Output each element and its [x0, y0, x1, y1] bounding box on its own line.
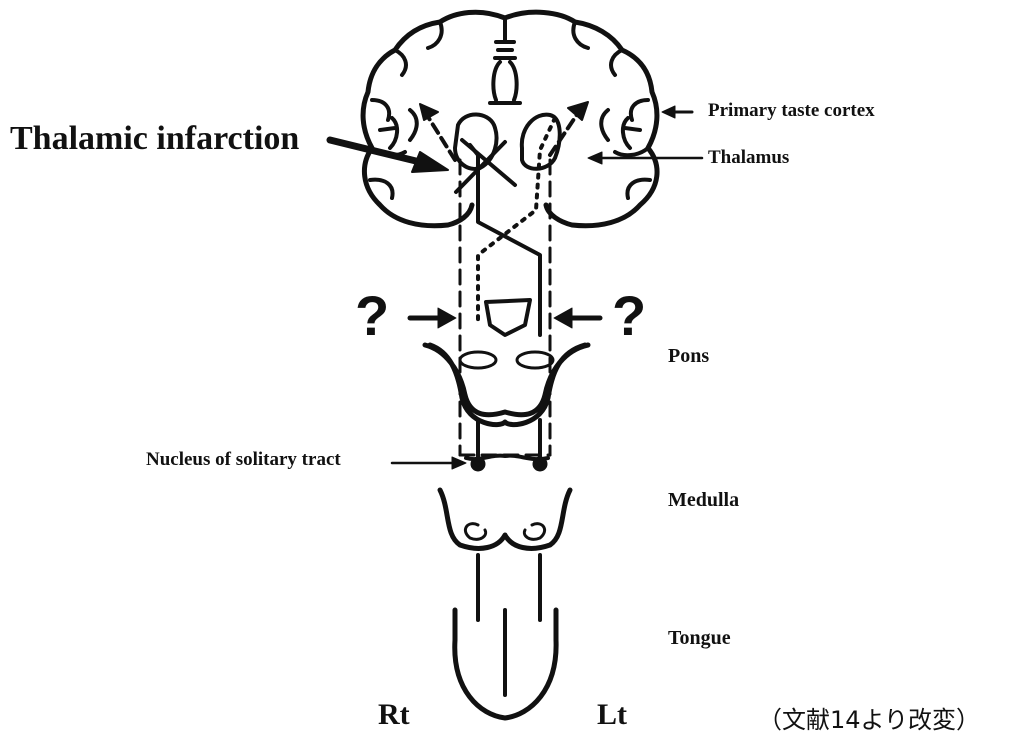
question-arrowhead-right — [554, 308, 572, 328]
cortex-label-arrowhead — [662, 106, 675, 118]
label-thalamus: Thalamus — [708, 148, 789, 167]
pons-nucleus-left — [460, 352, 496, 368]
pathway-dotted — [478, 118, 555, 320]
midline-ventricle — [490, 18, 520, 103]
label-nucleus-solitary-tract: Nucleus of solitary tract — [146, 450, 341, 469]
thalamus-right — [522, 115, 560, 169]
pons-outline — [425, 345, 588, 425]
label-thalamic-infarction: Thalamic infarction — [10, 122, 299, 156]
label-primary-taste-cortex: Primary taste cortex — [708, 101, 875, 120]
label-medulla: Medulla — [668, 490, 739, 510]
nucleus-dot-right — [535, 459, 545, 469]
question-mark-right: ? — [612, 288, 646, 344]
label-pons: Pons — [668, 346, 709, 366]
cortex-arrowhead-left — [420, 104, 438, 120]
midbrain-shape — [486, 300, 530, 335]
cortex-arrowhead-right — [568, 102, 588, 120]
pons-nucleus-right — [517, 352, 553, 368]
medulla-outline — [440, 490, 570, 548]
thalamus-label-arrowhead — [588, 152, 602, 164]
nucleus-dot-left — [473, 459, 483, 469]
label-tongue: Tongue — [668, 628, 731, 648]
label-left-side: Lt — [597, 700, 627, 730]
citation-text: （文献14より改変） — [758, 700, 980, 735]
brain-outline — [363, 12, 657, 226]
question-arrowhead-left — [438, 308, 456, 328]
label-right-side: Rt — [378, 700, 410, 730]
cortex-arrow-left — [425, 112, 455, 160]
medulla-olive-left — [465, 524, 485, 540]
medulla-olive-right — [524, 524, 544, 540]
nucleus-label-arrowhead — [452, 457, 466, 469]
infarction-arrowhead — [412, 152, 448, 172]
question-mark-left: ? — [355, 288, 389, 344]
